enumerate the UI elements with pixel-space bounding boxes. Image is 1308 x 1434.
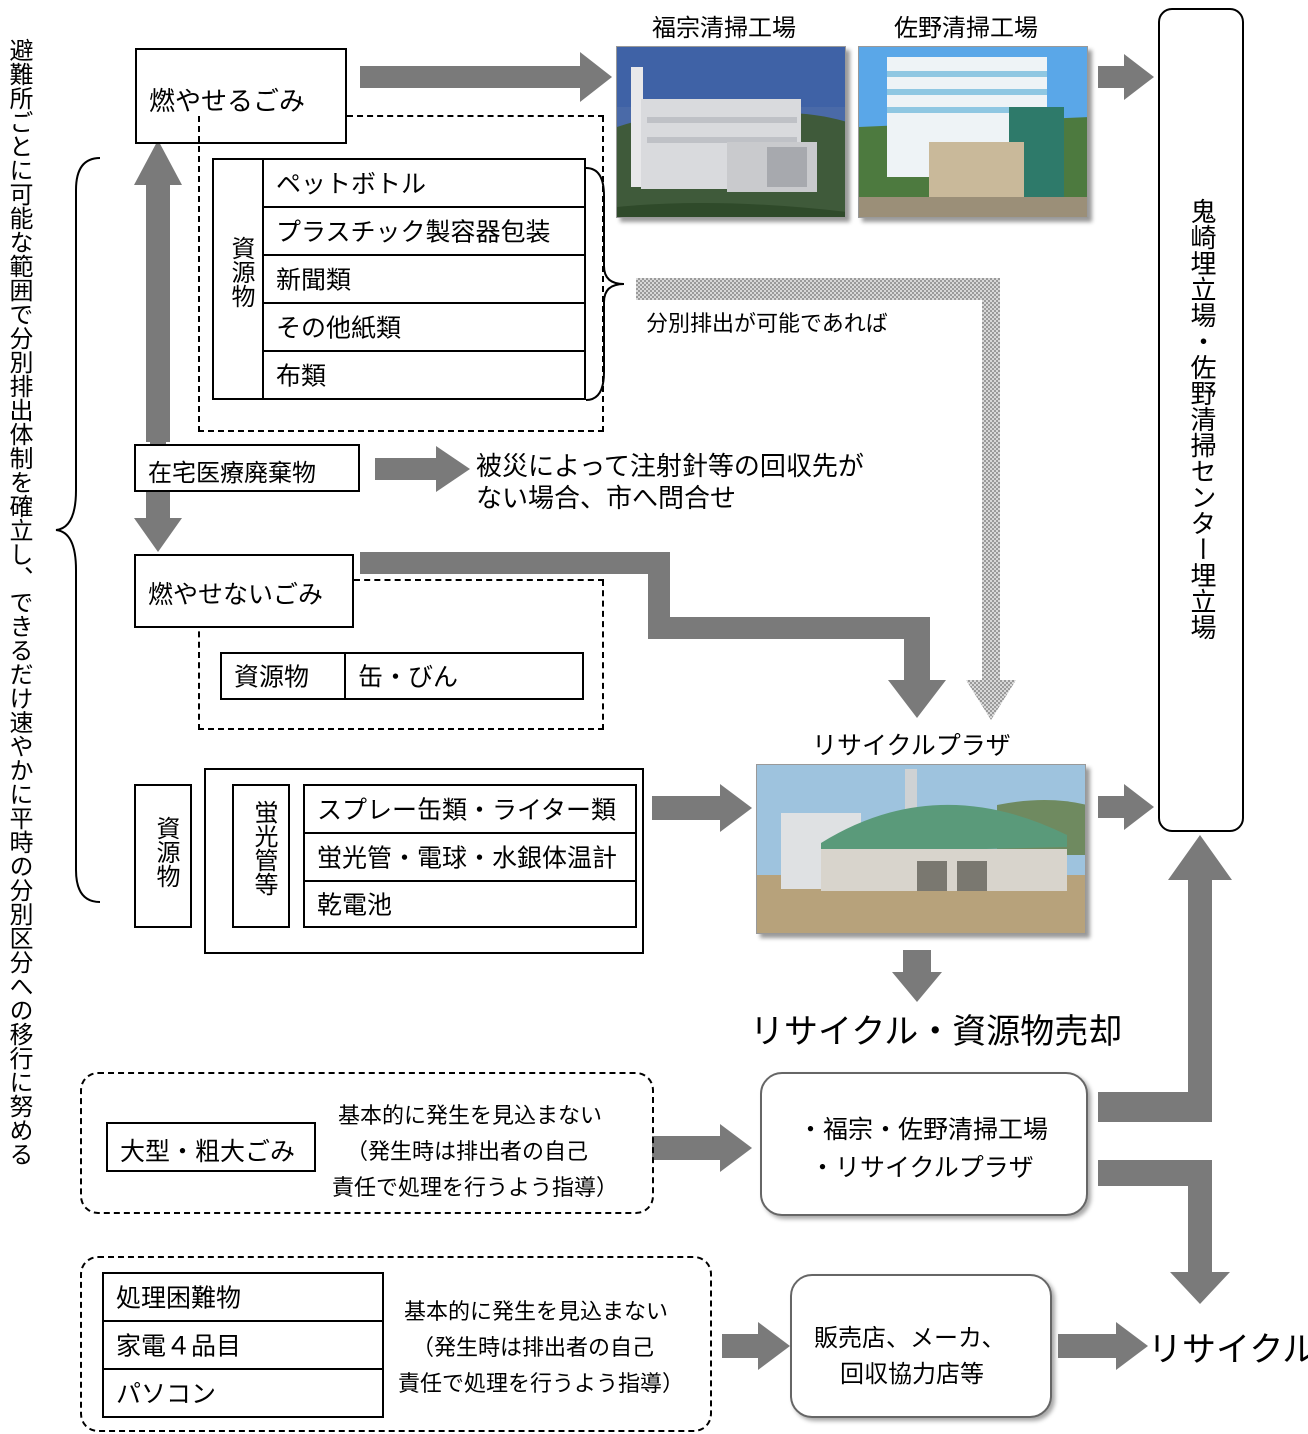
side-caption: 避難所ごとに可能な範囲で分別排出体制を確立し、できるだけ速やかに平時の分別区分へ… (5, 38, 33, 1166)
medical-title: 在宅医療廃棄物 (148, 459, 316, 487)
sano-plant-label: 佐野清掃工場 (894, 14, 1038, 42)
recycle-final: リサイクル (1148, 1330, 1308, 1370)
left-brace (55, 157, 101, 903)
burnable-resource-label-box: 資源物 (212, 158, 264, 400)
facilities-line-2: ・リサイクルプラザ (810, 1153, 1034, 1182)
burnable-resource-dashed (198, 116, 604, 432)
difficult-item: 家電４品目 (102, 1320, 384, 1370)
difficult-note-2: （発生時は排出者の自己 (412, 1336, 655, 1361)
arrow-burnable-plant (580, 52, 612, 102)
plaza-title: リサイクルプラザ (812, 731, 1011, 760)
nonburnable-resource-item: 缶・びん (358, 662, 459, 692)
burnable-item: その他紙類 (262, 302, 586, 352)
nonburnable-resource-label-box: 資源物 (220, 652, 346, 700)
plaza-photo (756, 764, 1086, 934)
nonburnable-resource-item-box: 缶・びん (344, 652, 584, 700)
nonburnable-title: 燃やせないごみ (148, 580, 324, 609)
fukumune-plant-label: 福宗清掃工場 (652, 14, 796, 42)
hazardous-outer-label-box: 資源物 (134, 784, 192, 928)
burnable-item: プラスチック製容器包装 (262, 206, 586, 256)
difficult-item: パソコン (102, 1368, 384, 1418)
hazardous-item: 乾電池 (303, 880, 637, 928)
retail-line-1: 販売店、メーカ、 (814, 1324, 1006, 1352)
difficult-item: 処理困難物 (102, 1272, 384, 1322)
facilities-box: ・福宗・佐野清掃工場 ・リサイクルプラザ (760, 1072, 1088, 1216)
bulky-note-2: （発生時は排出者の自己 (346, 1140, 589, 1165)
arrow-nonburnable-plaza (360, 552, 946, 718)
sano-plant-photo (858, 46, 1088, 218)
hazardous-group-label: 蛍光管等 (250, 800, 278, 896)
landfill-label: 鬼崎埋立場・佐野清掃センター埋立場 (1186, 198, 1216, 640)
facilities-line-1: ・福宗・佐野清掃工場 (798, 1115, 1049, 1144)
bulky-label-box: 大型・粗大ごみ (106, 1122, 316, 1172)
retail-line-2: 回収協力店等 (840, 1360, 984, 1388)
plaza-result: リサイクル・資源物売却 (750, 1012, 1123, 1052)
hazardous-group-label-box: 蛍光管等 (232, 784, 290, 928)
medical-note-2: ない場合、市へ問合せ (476, 484, 737, 514)
fukumune-plant-photo (616, 46, 846, 218)
landfill-box: 鬼崎埋立場・佐野清掃センター埋立場 (1158, 8, 1244, 832)
retail-box: 販売店、メーカ、 回収協力店等 (790, 1274, 1052, 1418)
separate-note: 分別排出が可能であれば (646, 312, 888, 337)
burnable-item: 布類 (262, 350, 586, 400)
burnable-item: 新聞類 (262, 254, 586, 304)
burnable-box: 燃やせるごみ (135, 48, 347, 144)
burnable-title: 燃やせるごみ (149, 87, 306, 117)
nonburnable-resource-label: 資源物 (234, 662, 310, 692)
hazardous-item: スプレー缶類・ライター類 (303, 784, 637, 834)
bulky-note-3: 責任で処理を行うよう指導） (332, 1176, 619, 1201)
arrow-down-nonburnable (134, 518, 182, 552)
burnable-item: ペットボトル (262, 158, 586, 208)
difficult-note-3: 責任で処理を行うよう指導） (398, 1372, 685, 1397)
burnable-resource-label: 資源物 (227, 236, 255, 308)
difficult-dashed-group (80, 1256, 712, 1432)
arrow-facilities-landfill (1098, 835, 1232, 1122)
nonburnable-resource-dashed (198, 580, 604, 730)
hazardous-item: 蛍光管・電球・水銀体温計 (303, 832, 637, 882)
medical-note-1: 被災によって注射針等の回収先が (476, 452, 864, 482)
nonburnable-box: 燃やせないごみ (134, 554, 354, 628)
bulky-note-1: 基本的に発生を見込まない (338, 1104, 603, 1129)
bulky-label: 大型・粗大ごみ (120, 1137, 296, 1166)
difficult-note-1: 基本的に発生を見込まない (404, 1300, 669, 1325)
hazardous-outer-label: 資源物 (152, 816, 180, 888)
medical-box: 在宅医療廃棄物 (134, 444, 360, 492)
bulky-dashed-group (80, 1072, 654, 1214)
right-brace (585, 167, 625, 401)
